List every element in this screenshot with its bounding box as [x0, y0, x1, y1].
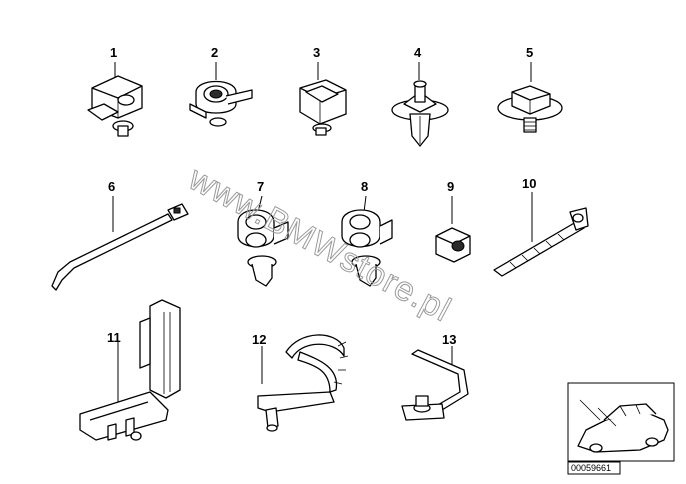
callout-5: 5 [526, 45, 533, 60]
part-8-double-pipe-clip [341, 195, 393, 287]
callout-3: 3 [313, 45, 320, 60]
part-1-cable-clip [87, 62, 143, 137]
callout-10: 10 [522, 176, 536, 191]
part-2-pipe-clip [189, 62, 253, 127]
callout-2: 2 [211, 45, 218, 60]
part-11-cable-holder [79, 299, 181, 441]
part-4-expanding-rivet [391, 62, 449, 147]
part-9-small-clip [435, 196, 471, 263]
part-10-strap [493, 192, 589, 277]
part-6-cable-tie [51, 196, 189, 291]
callout-6: 6 [108, 179, 115, 194]
callout-9: 9 [447, 179, 454, 194]
vehicle-thumbnail: 00059661 [567, 382, 675, 475]
callout-8: 8 [361, 179, 368, 194]
watermark-group: www.BMWstore.pl [181, 158, 458, 330]
callout-11: 11 [107, 330, 121, 345]
part-3-square-clip [299, 62, 347, 136]
callout-1: 1 [110, 45, 117, 60]
callout-7: 7 [257, 179, 264, 194]
callout-13: 13 [442, 332, 456, 347]
callout-4: 4 [414, 45, 422, 60]
part-12-cable-holder [257, 334, 349, 432]
part-13-bracket [401, 346, 469, 421]
reference-code-box [567, 461, 621, 475]
part-5-cap-nut [497, 62, 563, 133]
reference-code: 00059661 [571, 463, 611, 473]
part-7-double-pipe-clip [237, 195, 289, 287]
watermark-text: www.BMWstore.pl [182, 159, 458, 330]
callout-12: 12 [252, 332, 266, 347]
